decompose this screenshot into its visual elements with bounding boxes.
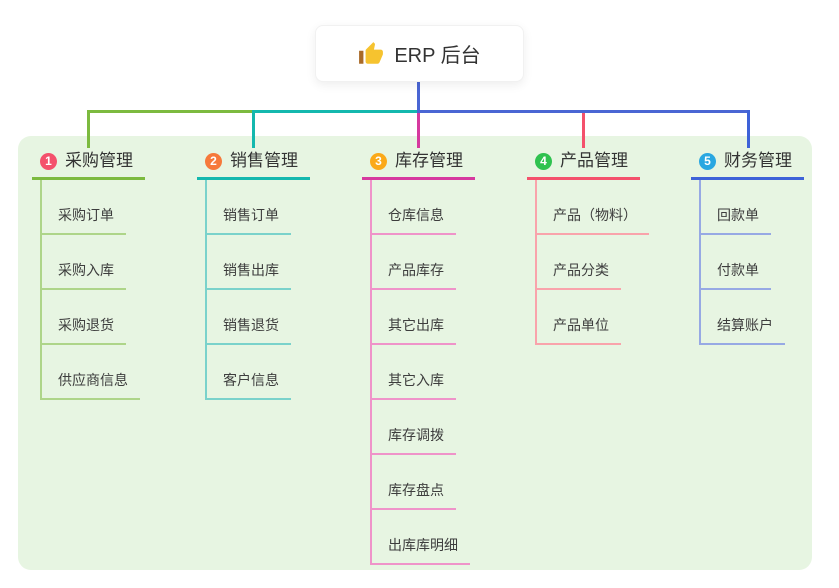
connector-drop-sales xyxy=(252,110,255,148)
branch-children: 销售订单销售出库销售退货客户信息 xyxy=(205,180,291,400)
mindmap-panel xyxy=(18,136,812,570)
connector-drop-product xyxy=(582,110,585,148)
branch-sales: 2 销售管理 销售订单销售出库销售退货客户信息 xyxy=(197,148,310,400)
child-node[interactable]: 其它出库 xyxy=(372,290,456,345)
branch-badge: 3 xyxy=(370,152,387,170)
branch-title-inventory[interactable]: 3 库存管理 xyxy=(362,148,475,180)
child-node[interactable]: 库存盘点 xyxy=(372,455,456,510)
child-label: 采购入库 xyxy=(58,262,114,278)
child-label: 采购退货 xyxy=(58,317,114,333)
child-label: 库存盘点 xyxy=(388,482,444,498)
child-label: 销售退货 xyxy=(223,317,279,333)
child-node[interactable]: 结算账户 xyxy=(701,290,785,345)
branch-badge: 5 xyxy=(699,152,716,170)
child-node[interactable]: 销售订单 xyxy=(207,180,291,235)
child-node[interactable]: 库存调拨 xyxy=(372,400,456,455)
child-label: 仓库信息 xyxy=(388,207,444,223)
connector-drop-finance xyxy=(747,110,750,148)
branch-purchase: 1 采购管理 采购订单采购入库采购退货供应商信息 xyxy=(32,148,145,400)
child-label: 供应商信息 xyxy=(58,372,128,388)
connector-bus-sales xyxy=(252,110,419,113)
branch-finance: 5 财务管理 回款单付款单结算账户 xyxy=(691,148,804,345)
child-label: 结算账户 xyxy=(717,317,773,333)
branch-product: 4 产品管理 产品（物料） 产品分类产品单位 xyxy=(527,148,649,345)
child-node[interactable]: 供应商信息 xyxy=(42,345,140,400)
branch-children: 回款单付款单结算账户 xyxy=(699,180,785,345)
child-node[interactable]: 出库库明细 xyxy=(372,510,470,565)
child-node[interactable]: 销售出库 xyxy=(207,235,291,290)
branch-title-label: 财务管理 xyxy=(724,151,792,170)
child-label: 客户信息 xyxy=(223,372,279,388)
child-label: 产品库存 xyxy=(388,262,444,278)
child-label: 库存调拨 xyxy=(388,427,444,443)
branch-title-sales[interactable]: 2 销售管理 xyxy=(197,148,310,180)
branch-title-label: 销售管理 xyxy=(230,151,298,170)
branch-title-product[interactable]: 4 产品管理 xyxy=(527,148,640,180)
child-label: 其它出库 xyxy=(388,317,444,333)
branch-children: 产品（物料） 产品分类产品单位 xyxy=(535,180,649,345)
child-node[interactable]: 产品单位 xyxy=(537,290,621,345)
child-node[interactable]: 产品分类 xyxy=(537,235,621,290)
branch-title-purchase[interactable]: 1 采购管理 xyxy=(32,148,145,180)
connector-drop-purchase xyxy=(87,110,90,148)
child-label: 出库库明细 xyxy=(388,537,458,553)
child-node[interactable]: 仓库信息 xyxy=(372,180,456,235)
root-label: ERP 后台 xyxy=(394,45,481,67)
child-node[interactable]: 采购退货 xyxy=(42,290,126,345)
branch-badge: 4 xyxy=(535,152,552,170)
child-label: 销售出库 xyxy=(223,262,279,278)
child-node[interactable]: 产品（物料） xyxy=(537,180,649,235)
branch-children: 采购订单采购入库采购退货供应商信息 xyxy=(40,180,140,400)
child-label: 其它入库 xyxy=(388,372,444,388)
branch-children: 仓库信息产品库存其它出库其它入库库存调拨库存盘点出库库明细 xyxy=(370,180,470,565)
branch-badge: 1 xyxy=(40,152,57,170)
child-node[interactable]: 产品库存 xyxy=(372,235,456,290)
child-node[interactable]: 采购订单 xyxy=(42,180,126,235)
branch-title-finance[interactable]: 5 财务管理 xyxy=(691,148,804,180)
connector-root-trunk xyxy=(417,82,420,113)
child-node[interactable]: 采购入库 xyxy=(42,235,126,290)
child-label: 产品单位 xyxy=(553,317,609,333)
child-label: 回款单 xyxy=(717,207,759,223)
child-label: 产品分类 xyxy=(553,262,609,278)
child-node[interactable]: 付款单 xyxy=(701,235,771,290)
child-label: 产品（物料） xyxy=(553,207,637,223)
child-node[interactable]: 客户信息 xyxy=(207,345,291,400)
thumbs-up-icon xyxy=(359,41,384,64)
child-node[interactable]: 销售退货 xyxy=(207,290,291,345)
child-node[interactable]: 回款单 xyxy=(701,180,771,235)
branch-title-label: 产品管理 xyxy=(560,151,628,170)
branch-inventory: 3 库存管理 仓库信息产品库存其它出库其它入库库存调拨库存盘点出库库明细 xyxy=(362,148,475,565)
root-node[interactable]: ERP 后台 xyxy=(315,25,524,82)
branch-title-label: 库存管理 xyxy=(395,151,463,170)
connector-drop-inventory xyxy=(417,113,420,148)
child-node[interactable]: 其它入库 xyxy=(372,345,456,400)
child-label: 销售订单 xyxy=(223,207,279,223)
connector-bus-purchase xyxy=(87,110,255,113)
connector-bus-finance xyxy=(417,110,750,113)
child-label: 付款单 xyxy=(717,262,759,278)
child-label: 采购订单 xyxy=(58,207,114,223)
branch-title-label: 采购管理 xyxy=(65,151,133,170)
branch-badge: 2 xyxy=(205,152,222,170)
